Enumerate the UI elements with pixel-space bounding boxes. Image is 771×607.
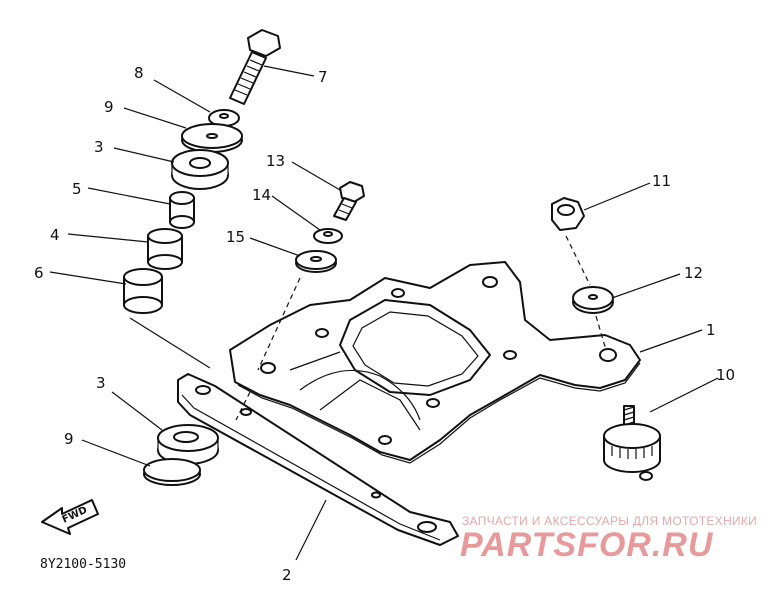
callout-8: 8: [134, 64, 144, 82]
watermark-tagline: ЗАПЧАСТИ И АКСЕССУАРЫ ДЛЯ МОТОТЕХНИКИ: [462, 514, 757, 528]
callout-14: 14: [252, 186, 271, 204]
rubber-damper-part: [157, 424, 219, 465]
callout-6: 6: [34, 264, 44, 282]
callout-3: 3: [94, 138, 104, 156]
large-washer-part: [181, 123, 243, 153]
collar-part: [147, 228, 183, 270]
watermark: ЗАПЧАСТИ И АКСЕССУАРЫ ДЛЯ МОТОТЕХНИКИ PA…: [460, 514, 757, 564]
forward-arrow-icon: FWD: [41, 499, 99, 535]
engine-bracket-part: [229, 261, 641, 464]
part-code-label: 8Y2100-5130: [40, 557, 126, 572]
callout-11: 11: [652, 172, 671, 190]
nut-part: [551, 197, 585, 231]
callout-1: 1: [706, 321, 716, 339]
callout-5: 5: [72, 180, 82, 198]
callout-9: 9: [64, 430, 74, 448]
callout-12: 12: [684, 264, 703, 282]
small-washer-part: [313, 228, 343, 244]
bolt-part: [333, 181, 365, 221]
callout-13: 13: [266, 152, 285, 170]
bolt-part: [229, 29, 281, 105]
stay-bar-part: [177, 373, 459, 546]
large-washer-part: [143, 458, 201, 486]
watermark-logo: PARTSFOR.RU: [460, 526, 714, 564]
callout-labels: 1 2 3 3 4 5 6 7 8 9 9 10 11 12 13 14 15: [34, 64, 735, 584]
washer-part: [572, 286, 614, 314]
leader-lines: [49, 65, 719, 561]
callout-10: 10: [716, 366, 735, 384]
assembly-guide-lines: [129, 235, 607, 421]
collar-part: [169, 191, 195, 229]
damper-stud-part: [603, 405, 661, 481]
collar-part: [123, 268, 163, 314]
callout-7: 7: [318, 68, 328, 86]
rubber-damper-part: [171, 149, 229, 190]
large-washer-part: [295, 250, 337, 273]
callout-9: 9: [104, 98, 114, 116]
callout-3: 3: [96, 374, 106, 392]
callout-4: 4: [50, 226, 60, 244]
callout-15: 15: [226, 228, 245, 246]
callout-2: 2: [282, 566, 292, 584]
